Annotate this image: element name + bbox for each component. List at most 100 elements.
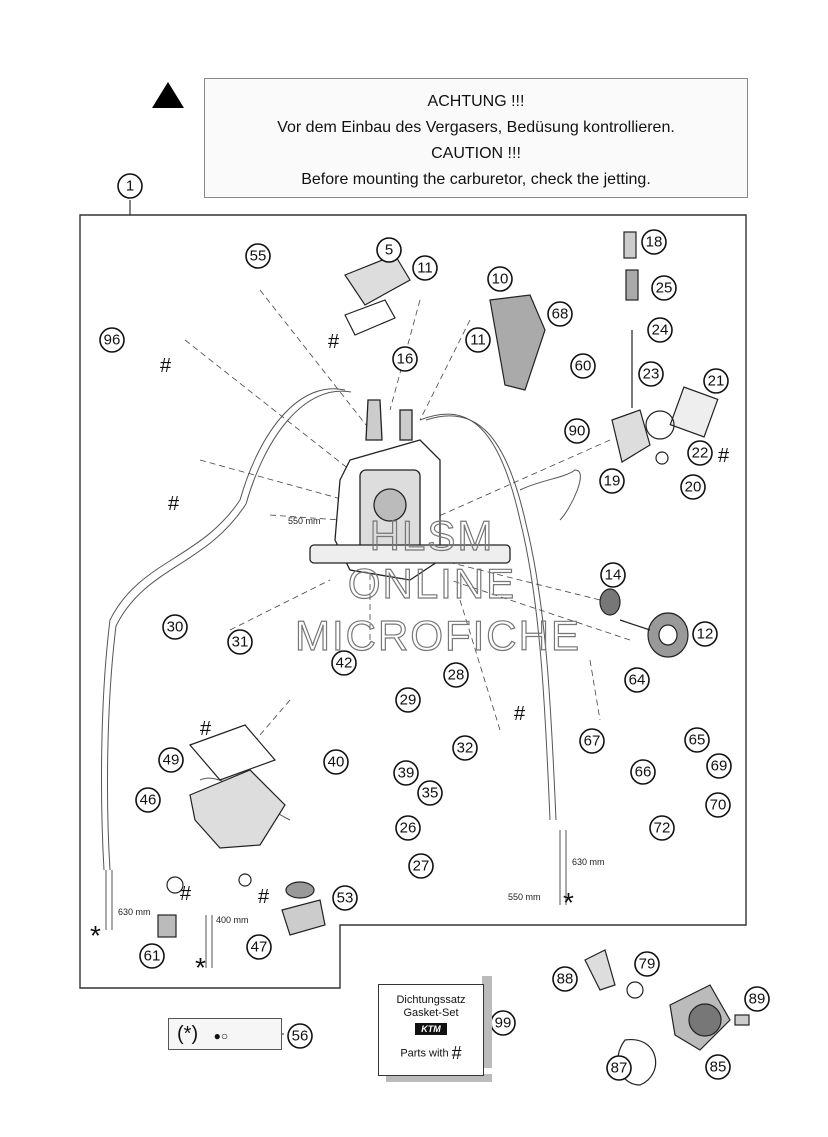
callout-number: 68 [552, 306, 569, 323]
callout-35[interactable]: 35 [417, 780, 443, 806]
callout-circle [162, 614, 188, 640]
callout-90[interactable]: 90 [564, 418, 590, 444]
callout-number: 47 [251, 939, 268, 956]
callout-circle [227, 629, 253, 655]
callout-number: 69 [711, 758, 728, 775]
callout-96[interactable]: 96 [99, 327, 125, 353]
callout-circle [624, 667, 650, 693]
callout-1[interactable]: 1 [117, 173, 143, 199]
callout-10[interactable]: 10 [487, 266, 513, 292]
callout-39[interactable]: 39 [393, 760, 419, 786]
callout-number: 72 [654, 820, 671, 837]
callout-circle [412, 255, 438, 281]
callout-26[interactable]: 26 [395, 815, 421, 841]
notice-line-2: Vor dem Einbau des Vergasers, Bedüsung k… [277, 119, 675, 136]
callout-circle [680, 474, 706, 500]
callout-31[interactable]: 31 [227, 629, 253, 655]
dimension-labels: 550 mm 550 mm 630 mm 630 mm 400 mm [118, 516, 605, 925]
callout-85[interactable]: 85 [705, 1054, 731, 1080]
callout-20[interactable]: 20 [680, 474, 706, 500]
callout-56[interactable]: 56 [287, 1023, 313, 1049]
dim-550a: 550 mm [288, 516, 321, 526]
hoses [101, 388, 581, 968]
callout-46[interactable]: 46 [135, 787, 161, 813]
callout-number: 89 [749, 991, 766, 1008]
callout-61[interactable]: 61 [139, 943, 165, 969]
callout-89[interactable]: 89 [744, 986, 770, 1012]
top-cover [344, 254, 411, 336]
callout-30[interactable]: 30 [162, 614, 188, 640]
callout-24[interactable]: 24 [647, 317, 673, 343]
dim-630b: 630 mm [572, 857, 605, 867]
callout-21[interactable]: 21 [703, 368, 729, 394]
callout-69[interactable]: 69 [706, 753, 732, 779]
callout-number: 64 [629, 672, 646, 689]
callout-60[interactable]: 60 [570, 353, 596, 379]
callout-number: 19 [604, 473, 621, 490]
callout-22[interactable]: 22 [687, 440, 713, 466]
callout-55[interactable]: 55 [245, 243, 271, 269]
callout-87[interactable]: 87 [606, 1055, 632, 1081]
callout-11[interactable]: 11 [412, 255, 438, 281]
callout-circle [641, 229, 667, 255]
gasket-kit-box[interactable]: Dichtungssatz Gasket-Set KTM Parts with … [378, 984, 484, 1076]
callout-99[interactable]: 99 [490, 1010, 516, 1036]
callout-circle [417, 780, 443, 806]
notice-line-1: ACHTUNG !!! [427, 93, 525, 110]
callout-66[interactable]: 66 [630, 759, 656, 785]
callout-circle [395, 687, 421, 713]
callout-65[interactable]: 65 [684, 727, 710, 753]
callout-64[interactable]: 64 [624, 667, 650, 693]
callout-circle [599, 468, 625, 494]
callout-16[interactable]: 16 [392, 346, 418, 372]
callout-circle [647, 317, 673, 343]
callout-25[interactable]: 25 [651, 275, 677, 301]
star-mark: * [195, 952, 206, 983]
callout-number: 26 [400, 820, 417, 837]
callout-number: 55 [250, 248, 267, 265]
assembly-frame [79, 214, 747, 989]
callout-circle [376, 237, 402, 263]
callout-circle [245, 243, 271, 269]
callout-72[interactable]: 72 [649, 815, 675, 841]
callout-18[interactable]: 18 [641, 229, 667, 255]
callout-19[interactable]: 19 [599, 468, 625, 494]
pump-parts [489, 231, 719, 465]
callout-number: 61 [144, 948, 161, 965]
callout-circle [465, 327, 491, 353]
watermark-line-2: ONLINE [348, 560, 516, 607]
dim-630a: 630 mm [118, 907, 151, 917]
callout-49[interactable]: 49 [158, 747, 184, 773]
dim-550b: 550 mm [508, 892, 541, 902]
callout-number: 30 [167, 619, 184, 636]
callout-67[interactable]: 67 [579, 728, 605, 754]
callout-11[interactable]: 11 [465, 327, 491, 353]
callout-53[interactable]: 53 [332, 885, 358, 911]
callout-14[interactable]: 14 [600, 562, 626, 588]
kit-shadow [482, 976, 492, 1068]
callout-42[interactable]: 42 [331, 650, 357, 676]
callout-27[interactable]: 27 [408, 853, 434, 879]
callout-number: 35 [422, 785, 439, 802]
callout-number: 79 [639, 956, 656, 973]
callout-32[interactable]: 32 [452, 735, 478, 761]
watermark-line-1: HLSM [370, 512, 495, 559]
hash-mark: # [258, 886, 270, 908]
callout-29[interactable]: 29 [395, 687, 421, 713]
callout-circle [392, 346, 418, 372]
callout-12[interactable]: 12 [692, 621, 718, 647]
callout-28[interactable]: 28 [443, 662, 469, 688]
callout-5[interactable]: 5 [376, 237, 402, 263]
callout-number: 49 [163, 752, 180, 769]
callout-79[interactable]: 79 [634, 951, 660, 977]
callout-88[interactable]: 88 [552, 966, 578, 992]
callout-47[interactable]: 47 [246, 934, 272, 960]
callout-70[interactable]: 70 [705, 792, 731, 818]
callout-23[interactable]: 23 [638, 361, 664, 387]
callout-number: 70 [710, 797, 727, 814]
callout-68[interactable]: 68 [547, 301, 573, 327]
intake-parts [584, 949, 750, 1086]
callout-40[interactable]: 40 [323, 749, 349, 775]
kit-parts-label: Parts with # [379, 1043, 483, 1064]
callout-circle [651, 275, 677, 301]
